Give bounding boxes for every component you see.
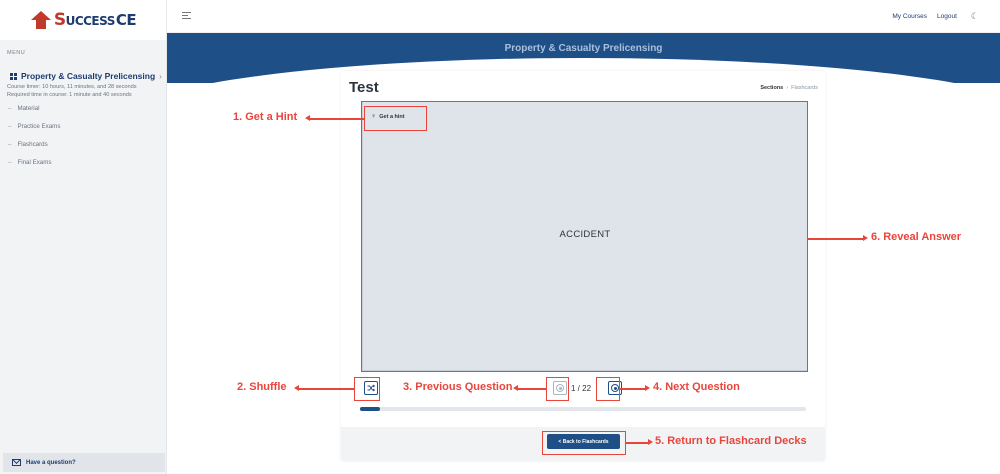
required-time-text: Required time in course: 1 minute and 40… — [7, 91, 132, 98]
chevron-right-icon: › — [159, 71, 162, 81]
sidebar-item-label: Practice Exams — [17, 122, 61, 130]
next-question-button[interactable] — [608, 381, 622, 395]
dark-mode-icon[interactable]: ☾ — [970, 11, 979, 21]
get-hint-button[interactable]: ♀ Get a hint — [371, 113, 405, 120]
sidebar: SUCCESSCE MENU Property & Casualty Preli… — [0, 0, 167, 474]
arrow-shuffle — [294, 385, 354, 391]
arrow-previous — [513, 385, 546, 391]
annotation-reveal: 6. Reveal Answer — [871, 231, 962, 243]
shuffle-button[interactable] — [364, 381, 378, 395]
sidebar-item-practice-exams[interactable]: –Practice Exams — [8, 122, 61, 130]
house-arrow-icon — [30, 11, 51, 29]
breadcrumb: Sections›Flashcards — [760, 85, 818, 91]
card-footer: < Back to Flashcards — [341, 427, 825, 461]
annotation-previous: 3. Previous Question — [403, 381, 513, 393]
banner-title: Property & Casualty Prelicensing — [504, 43, 663, 54]
shuffle-icon — [367, 384, 375, 392]
highlight-hint — [364, 106, 427, 131]
highlight-previous — [546, 377, 569, 401]
previous-question-button[interactable] — [553, 381, 567, 395]
highlight-shuffle — [354, 377, 380, 401]
menu-label: MENU — [7, 50, 26, 56]
flashcard-term: ACCIDENT — [559, 229, 611, 240]
sidebar-item-label: Final Exams — [17, 158, 52, 166]
flashcard[interactable]: ♀ Get a hint ACCIDENT — [362, 101, 808, 371]
arrow-return — [626, 439, 653, 445]
sidebar-item-flashcards[interactable]: –Flashcards — [8, 140, 48, 148]
breadcrumb-separator: › — [786, 85, 789, 91]
logo[interactable]: SUCCESSCE — [0, 0, 166, 40]
page-title: Test — [349, 79, 379, 96]
breadcrumb-sections[interactable]: Sections — [760, 85, 784, 91]
question-label: Have a question? — [26, 459, 76, 466]
course-title-text: Property & Casualty Prelicensing — [21, 71, 156, 81]
menu-toggle-icon[interactable] — [182, 12, 191, 21]
have-a-question-button[interactable]: Have a question? — [3, 453, 165, 472]
back-to-flashcards-button[interactable]: < Back to Flashcards — [547, 434, 620, 449]
highlight-return — [542, 431, 626, 455]
highlight-reveal — [361, 101, 808, 372]
logo-text: SUCCESSCE — [53, 10, 137, 30]
logout-link[interactable]: Logout — [937, 13, 957, 20]
annotation-shuffle: 2. Shuffle — [237, 381, 287, 393]
annotation-next: 4. Next Question — [653, 381, 740, 393]
course-timer: Course timer: 10 hours, 11 minutes, and … — [0, 82, 166, 99]
my-courses-link[interactable]: My Courses — [892, 13, 928, 20]
sidebar-course-title[interactable]: Property & Casualty Prelicensing › — [0, 66, 166, 82]
card-counter: 1 / 22 — [571, 384, 592, 393]
annotation-get-hint: 1. Get a Hint — [233, 111, 298, 123]
arrow-reveal — [808, 235, 868, 241]
topbar: My Courses Logout ☾ — [167, 0, 1000, 33]
flashcard-panel: Test Sections›Flashcards ♀ Get a hint AC… — [341, 71, 825, 461]
lightbulb-icon: ♀ — [371, 113, 377, 120]
arrow-next — [620, 385, 650, 391]
sidebar-item-material[interactable]: –Material — [8, 104, 40, 112]
circle-left-icon — [556, 384, 564, 392]
course-timer-text: Course timer: 10 hours, 11 minutes, and … — [7, 84, 137, 90]
highlight-next — [596, 377, 620, 401]
progress-fill — [360, 407, 381, 411]
sidebar-item-final-exams[interactable]: –Final Exams — [8, 158, 52, 166]
arrow-hint — [305, 115, 364, 121]
mail-icon — [12, 459, 21, 466]
flashcard-controls: 1 / 22 — [362, 377, 808, 399]
annotation-return: 5. Return to Flashcard Decks — [655, 435, 807, 447]
grid-icon — [10, 72, 17, 80]
sidebar-item-label: Material — [17, 104, 40, 112]
breadcrumb-flashcards[interactable]: Flashcards — [791, 85, 818, 91]
circle-right-icon — [611, 384, 619, 392]
top-links: My Courses Logout ☾ — [892, 11, 979, 22]
hint-label: Get a hint — [379, 113, 405, 120]
sidebar-item-label: Flashcards — [17, 140, 48, 148]
progress-bar — [360, 407, 806, 411]
